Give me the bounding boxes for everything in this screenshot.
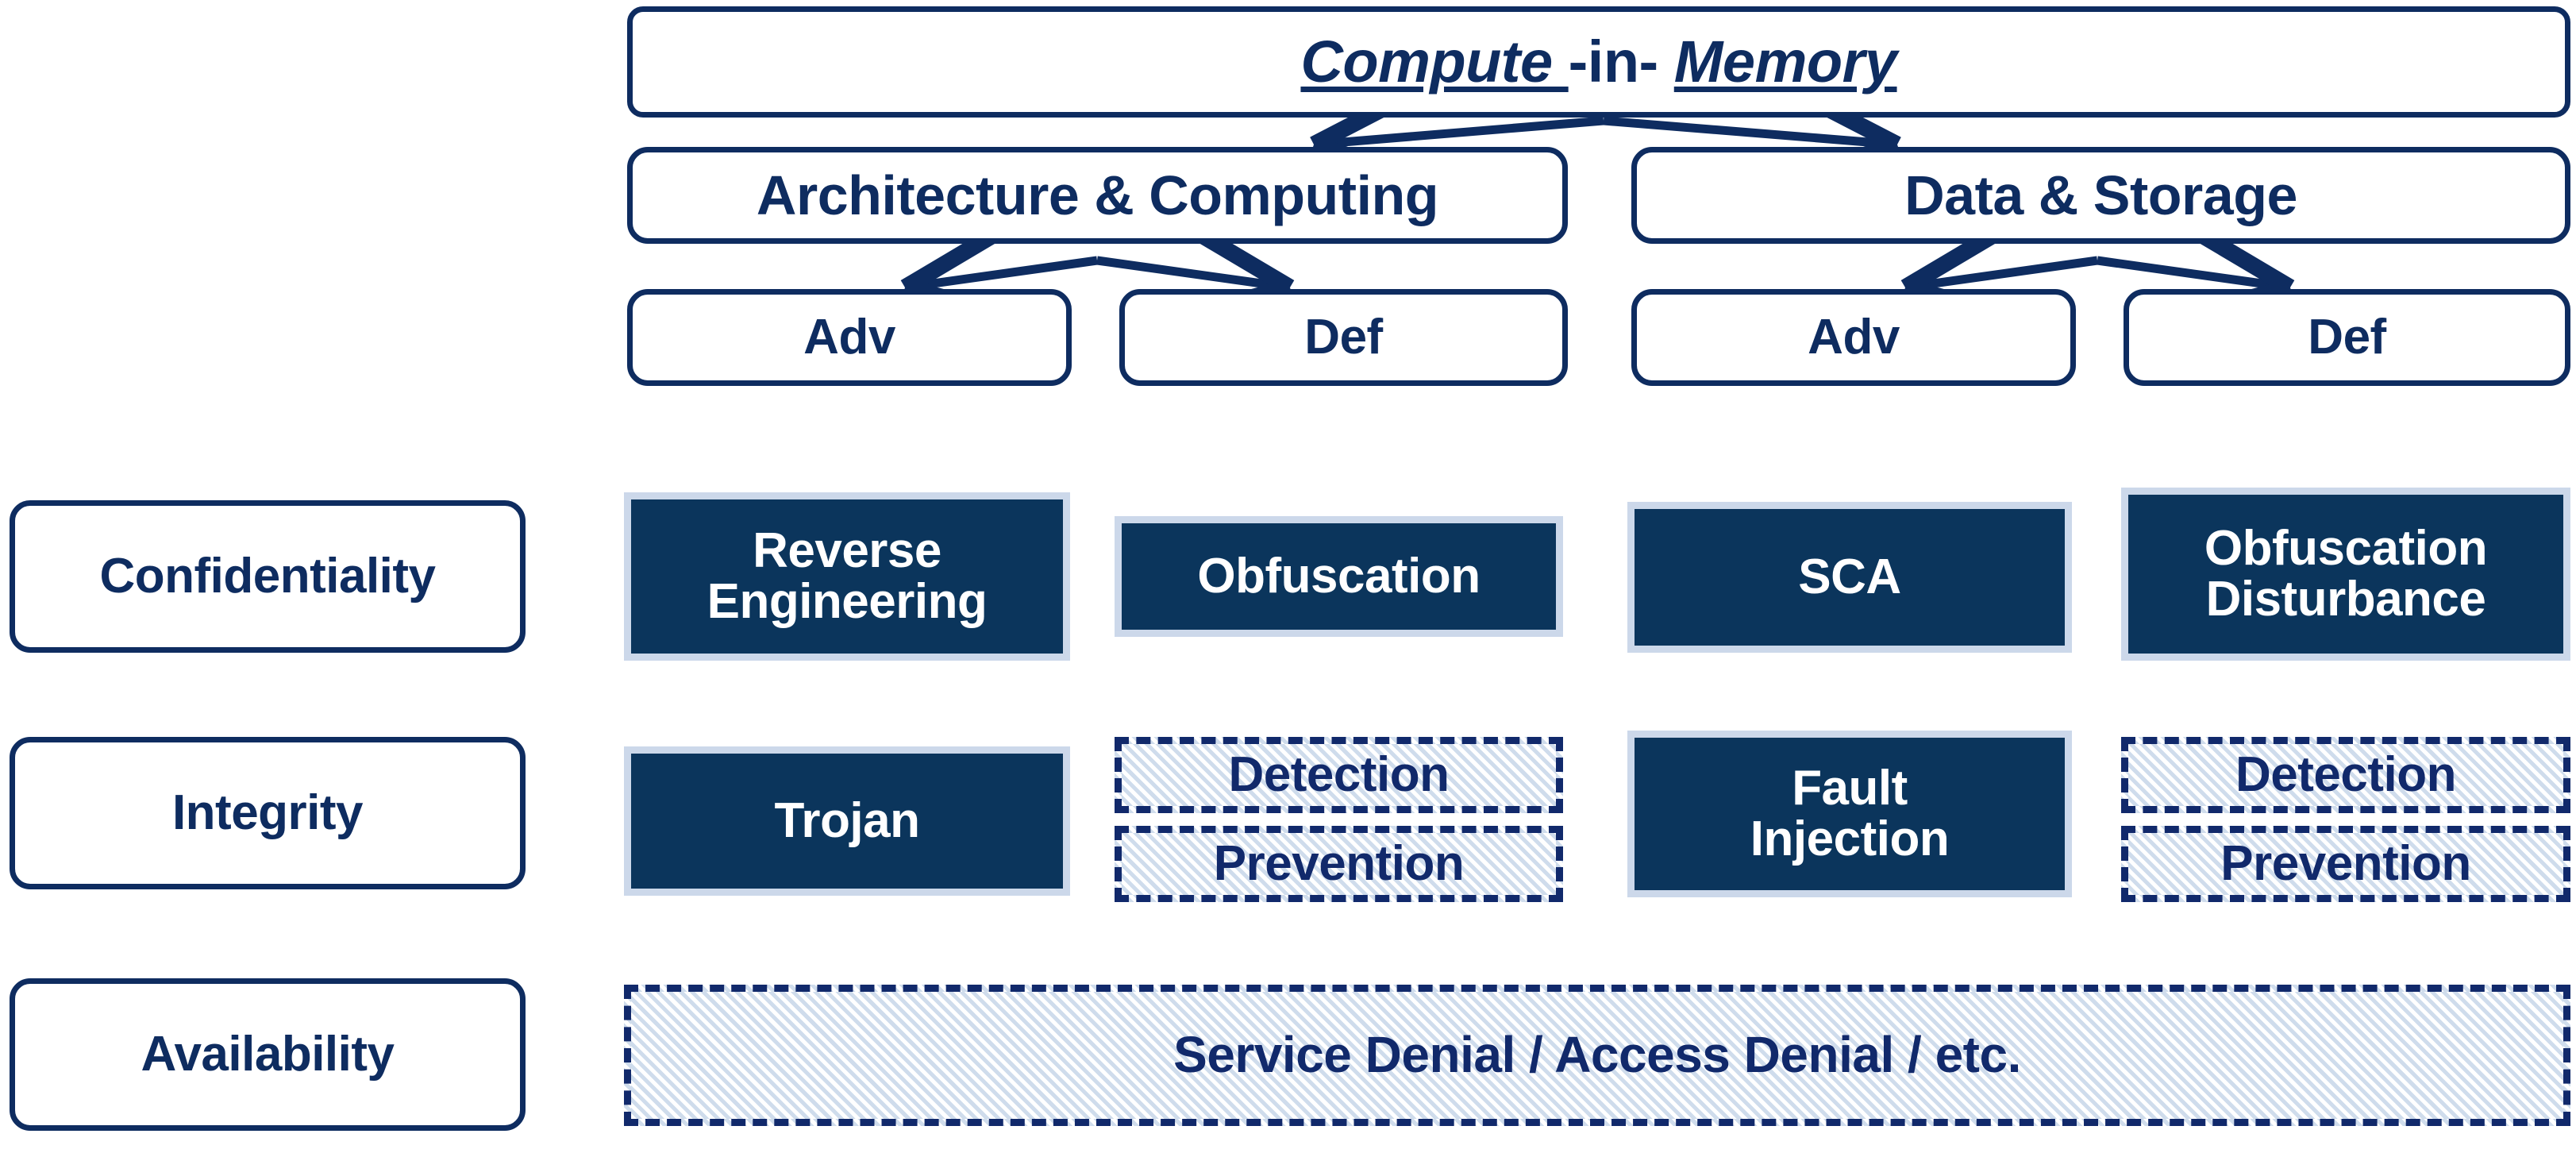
title-text: Compute -in- Memory bbox=[1300, 28, 1897, 94]
row-label-confidentiality-text: Confidentiality bbox=[99, 548, 436, 603]
cell-confidentiality-arch-adv-label: Reverse Engineering bbox=[707, 526, 988, 627]
cell-integrity-arch-def-prevention: Prevention bbox=[1115, 826, 1563, 902]
cell-confidentiality-arch-def-label: Obfuscation bbox=[1197, 549, 1481, 604]
cell-integrity-data-def-detection-label: Detection bbox=[2235, 747, 2456, 803]
cell-integrity-arch-def-detection: Detection bbox=[1115, 737, 1563, 813]
cell-integrity-data-adv: Fault Injection bbox=[1627, 731, 2072, 897]
cell-availability-span: Service Denial / Access Denial / etc. bbox=[624, 985, 2570, 1126]
cell-confidentiality-data-def: Obfuscation Disturbance bbox=[2121, 488, 2570, 661]
cell-line-2: Injection bbox=[1750, 812, 1950, 866]
row-label-availability: Availability bbox=[10, 978, 526, 1131]
cell-line-1: Fault bbox=[1792, 761, 1908, 816]
title-box: Compute -in- Memory bbox=[627, 6, 2570, 118]
cell-integrity-data-def-detection: Detection bbox=[2121, 737, 2570, 813]
cell-integrity-arch-adv-label: Trojan bbox=[774, 793, 920, 849]
cell-integrity-data-def-prevention: Prevention bbox=[2121, 826, 2570, 902]
node-data-storage-label: Data & Storage bbox=[1904, 164, 2297, 226]
cell-integrity-arch-def-detection-label: Detection bbox=[1228, 747, 1450, 803]
row-label-integrity-text: Integrity bbox=[171, 785, 364, 840]
node-data-storage: Data & Storage bbox=[1631, 147, 2570, 244]
cell-confidentiality-arch-adv: Reverse Engineering bbox=[624, 492, 1070, 661]
title-part-in: -in- bbox=[1568, 28, 1674, 94]
row-label-confidentiality: Confidentiality bbox=[10, 500, 526, 653]
cell-availability-label: Service Denial / Access Denial / etc. bbox=[1173, 1026, 2021, 1084]
cell-confidentiality-arch-def: Obfuscation bbox=[1115, 516, 1563, 637]
node-arch-adv: Adv bbox=[627, 289, 1072, 386]
node-arch-def-label: Def bbox=[1304, 309, 1383, 364]
cell-line-1: Reverse bbox=[753, 523, 941, 579]
cell-confidentiality-data-adv-label: SCA bbox=[1798, 550, 1901, 605]
node-data-def-label: Def bbox=[2308, 309, 2386, 364]
cell-integrity-data-def-prevention-label: Prevention bbox=[2220, 836, 2471, 892]
title-part-memory: Memory bbox=[1673, 28, 1897, 94]
cell-line-1: Obfuscation bbox=[2204, 521, 2488, 576]
node-data-def: Def bbox=[2124, 289, 2570, 386]
cell-line-2: Engineering bbox=[707, 574, 988, 629]
cell-integrity-data-adv-label: Fault Injection bbox=[1750, 761, 1950, 866]
cell-confidentiality-data-def-label: Obfuscation Disturbance bbox=[2204, 521, 2488, 627]
cell-confidentiality-data-adv: SCA bbox=[1627, 502, 2072, 653]
arrow-title-split bbox=[1314, 121, 1897, 145]
node-data-adv-label: Adv bbox=[1808, 309, 1900, 364]
cell-integrity-arch-def-prevention-label: Prevention bbox=[1213, 836, 1465, 892]
cell-line-2: Disturbance bbox=[2205, 572, 2486, 627]
node-arch-adv-label: Adv bbox=[803, 309, 895, 364]
row-label-availability-text: Availability bbox=[141, 1026, 395, 1082]
arrow-data-split bbox=[1905, 260, 2290, 287]
arrow-arch-split bbox=[905, 260, 1290, 287]
node-architecture-computing-label: Architecture & Computing bbox=[756, 164, 1439, 226]
cell-integrity-arch-adv: Trojan bbox=[624, 746, 1070, 896]
row-label-integrity: Integrity bbox=[10, 737, 526, 889]
title-part-compute: Compute bbox=[1300, 28, 1569, 94]
node-arch-def: Def bbox=[1119, 289, 1568, 386]
node-architecture-computing: Architecture & Computing bbox=[627, 147, 1568, 244]
node-data-adv: Adv bbox=[1631, 289, 2076, 386]
